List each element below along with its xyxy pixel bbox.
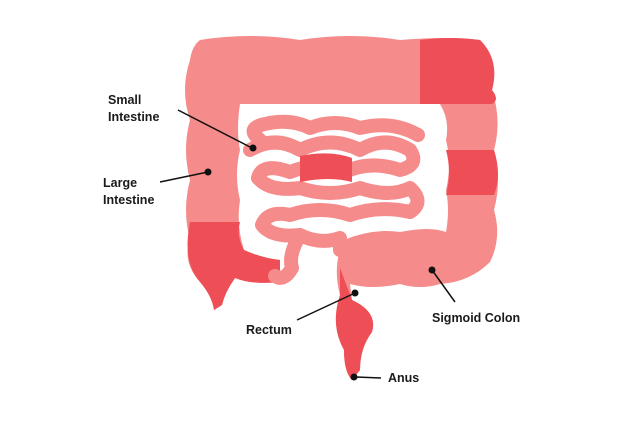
- label-large-intestine: Large Intestine: [103, 176, 155, 207]
- label-small-intestine: Small Intestine: [108, 93, 160, 124]
- label-anus: Anus: [388, 371, 420, 385]
- colon-segment-right: [446, 150, 498, 195]
- colon-segment-upper-right: [420, 38, 496, 104]
- small-intestine-shape: [243, 114, 425, 285]
- colon-segment-lower-left: [187, 222, 280, 310]
- pointer-lines: [159, 109, 456, 379]
- small-intestine-dark-band: [300, 153, 352, 182]
- label-sigmoid-colon: Sigmoid Colon: [432, 311, 521, 325]
- rectum-segment: [335, 268, 374, 380]
- label-rectum: Rectum: [246, 323, 292, 337]
- pointer-dots: [204, 144, 436, 381]
